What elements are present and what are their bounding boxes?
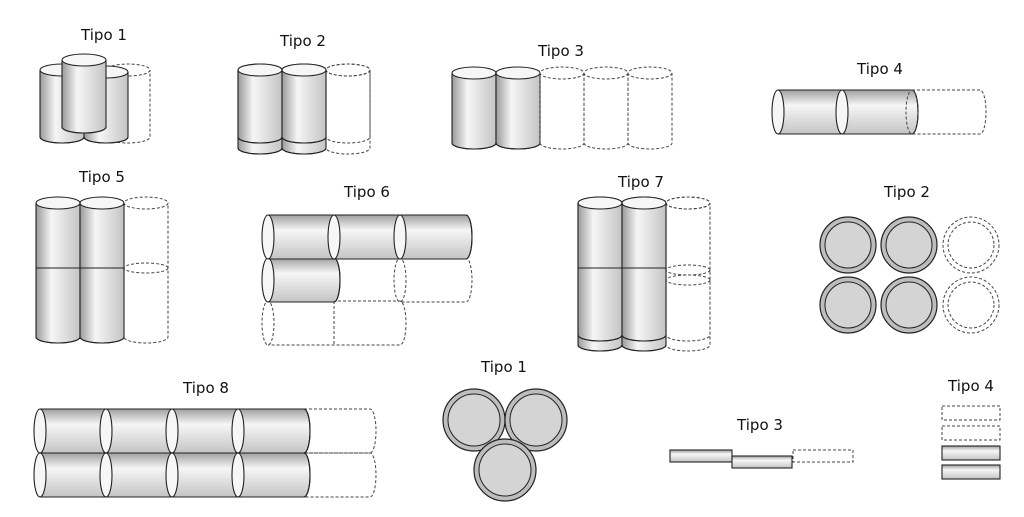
diagram-tipo-2-vertical (237, 63, 371, 155)
diagram-label-tipo-3-vertical: Tipo 3 (538, 42, 584, 60)
battery-cell (61, 60, 107, 134)
placeholder-cell (941, 405, 1001, 421)
diagram-tipo-4-horizontal (771, 89, 987, 135)
battery-cell (577, 203, 623, 342)
battery-cell (79, 203, 125, 344)
battery-cell (495, 73, 541, 150)
diagram-tipo-3-vertical (451, 66, 673, 150)
placeholder-cell (912, 89, 987, 135)
battery-cell (451, 73, 497, 150)
diagram-label-tipo-1-top: Tipo 1 (481, 358, 527, 376)
battery-cell (400, 214, 473, 260)
diagram-tipo-5 (35, 196, 169, 344)
placeholder-cell (304, 408, 377, 454)
placeholder-cell (325, 70, 371, 144)
diagram-label-tipo-2-vertical: Tipo 2 (280, 32, 326, 50)
coin-cell (941, 464, 1001, 480)
placeholder-cell (304, 452, 377, 498)
battery-cell (35, 203, 81, 344)
placeholder-cell (325, 70, 371, 155)
placeholder-cell (583, 73, 629, 150)
diagram-tipo-4-flat (941, 405, 1001, 480)
battery-cell (237, 70, 283, 144)
diagram-label-tipo-3-flat: Tipo 3 (737, 416, 783, 434)
placeholder-cell (942, 276, 1000, 334)
placeholder-cell (665, 203, 711, 352)
battery-cell (268, 257, 341, 303)
coin-cell (731, 455, 793, 469)
placeholder-cell (400, 257, 473, 303)
diagram-tipo-2-top (819, 216, 1000, 334)
diagram-tipo-1-vertical (39, 53, 151, 144)
placeholder-cell (627, 73, 673, 150)
diagram-label-tipo-4-flat: Tipo 4 (948, 377, 994, 395)
placeholder-cell (123, 203, 169, 344)
diagram-tipo-8 (33, 408, 377, 498)
diagram-label-tipo-8: Tipo 8 (183, 379, 229, 397)
diagram-tipo-1-top (442, 388, 568, 502)
battery-cell (621, 203, 667, 342)
diagram-label-tipo-7: Tipo 7 (618, 173, 664, 191)
placeholder-cell (792, 449, 854, 463)
placeholder-cell (539, 73, 585, 150)
battery-cell (238, 452, 311, 498)
diagram-tipo-6 (261, 214, 473, 346)
diagram-label-tipo-2-top: Tipo 2 (884, 183, 930, 201)
diagram-label-tipo-1-vertical: Tipo 1 (81, 26, 127, 44)
coin-cell (941, 445, 1001, 461)
diagram-label-tipo-5: Tipo 5 (79, 168, 125, 186)
coin-cell (669, 449, 733, 463)
placeholder-cell (105, 70, 151, 144)
diagram-tipo-3-flat (669, 449, 854, 469)
placeholder-cell (942, 216, 1000, 274)
diagram-label-tipo-4-horizontal: Tipo 4 (857, 60, 903, 78)
battery-cell (281, 70, 327, 144)
battery-cell (842, 89, 919, 135)
battery-cell (238, 408, 311, 454)
diagram-tipo-7 (577, 196, 711, 352)
placeholder-cell (665, 203, 711, 342)
placeholder-cell (268, 300, 407, 346)
diagram-label-tipo-6: Tipo 6 (344, 183, 390, 201)
placeholder-cell (941, 425, 1001, 441)
